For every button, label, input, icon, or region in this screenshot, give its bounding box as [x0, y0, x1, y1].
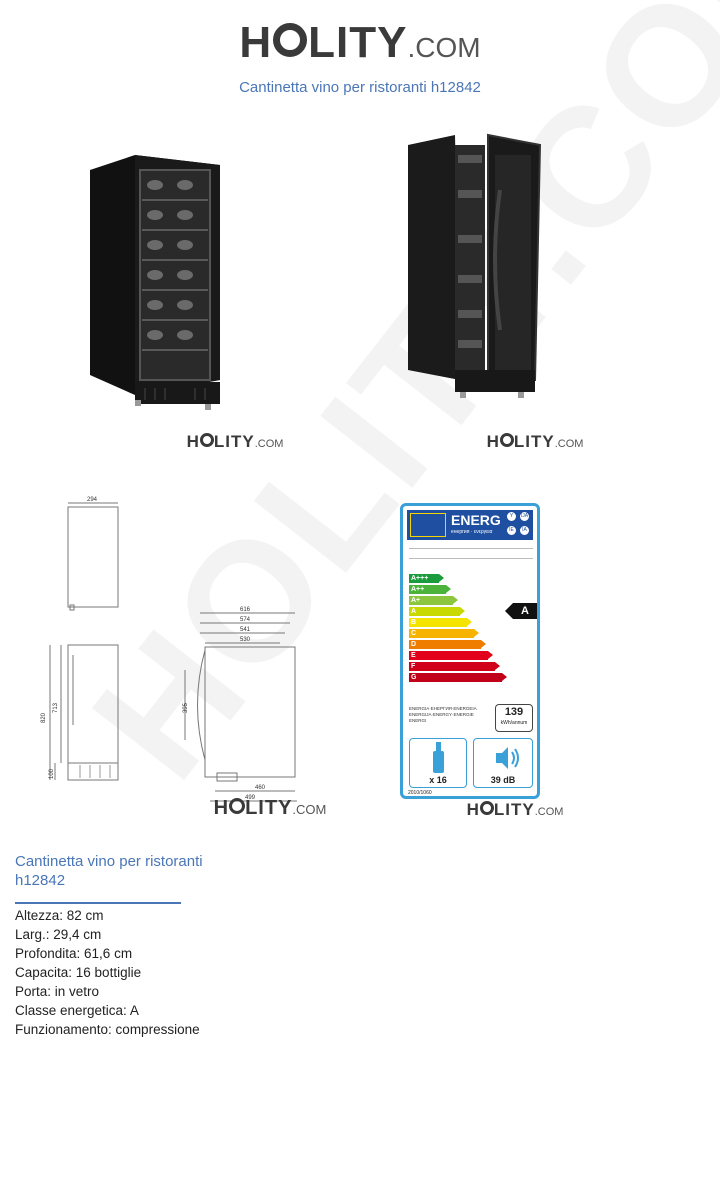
spec-door: Porta: in vetro	[15, 984, 100, 999]
energy-rating-arrow: A	[505, 603, 537, 619]
energy-class-bar: A+	[409, 596, 458, 605]
dim-door: 395	[183, 702, 189, 713]
label-divider	[409, 558, 533, 559]
spec-energy-class: Classe energetica: A	[15, 1003, 139, 1018]
energy-class-bar: D	[409, 640, 486, 649]
energy-class-bar: G	[409, 673, 507, 682]
consumption-box: 139 kWh/annum	[495, 704, 533, 732]
logo-letters: LITY	[308, 18, 408, 67]
energy-class-bar: B	[409, 618, 472, 627]
energy-label-header: ENERG енергия · ενεργεια Y IJA IE IA	[407, 510, 533, 540]
energy-class-bar: E	[409, 651, 493, 660]
energy-class-bar: C	[409, 629, 479, 638]
energy-label-title: ENERG	[451, 512, 501, 528]
logo-o-ring-icon	[499, 433, 514, 447]
energy-class-bar: A	[409, 607, 465, 616]
consumption-unit: kWh/annum	[500, 720, 528, 726]
spec-height: Altezza: 82 cm	[15, 908, 104, 923]
site-logo[interactable]: H LITY .COM	[0, 18, 720, 68]
title-underline	[15, 902, 181, 904]
spec-operation: Funzionamento: compressione	[15, 1022, 200, 1037]
energy-class-bar: A+++	[409, 574, 444, 583]
dim-bottom-499: 499	[245, 795, 256, 801]
label-divider	[409, 548, 533, 549]
speaker-icon	[496, 747, 519, 769]
product-photo-open[interactable]	[400, 130, 550, 405]
logo-o-ring-icon	[199, 433, 214, 447]
logo-o-ring-icon	[229, 798, 246, 814]
regulation-number: 2010/1060	[408, 790, 432, 796]
logo-domain: .COM	[407, 32, 481, 63]
energy-words: ENERGIA·ЕНЕРГИЯ·ENERGEIA ENERGIJA·ENERGY…	[409, 706, 477, 723]
page-title: Cantinetta vino per ristoranti h12842	[239, 79, 481, 96]
consumption-value: 139	[504, 706, 524, 718]
spec-list: Altezza: 82 cm Larg.: 29,4 cm Profondita…	[15, 906, 200, 1039]
energy-label-subtitle: енергия · ενεργεια	[451, 529, 493, 535]
logo-o-ring-icon	[273, 23, 308, 57]
dim-depth-616: 616	[240, 607, 251, 613]
dim-depth-574: 574	[240, 617, 251, 623]
dim-depth-541: 541	[240, 627, 251, 633]
energy-class-bar: A++	[409, 585, 451, 594]
spec-capacity: Capacita: 16 bottiglie	[15, 965, 142, 980]
energy-class-bar: F	[409, 662, 500, 671]
bottles-count: x 16	[429, 775, 447, 785]
dim-depth-530: 530	[240, 637, 251, 643]
dim-width-top: 294	[87, 497, 98, 503]
dim-height-total: 820	[41, 712, 47, 723]
product-photo-front[interactable]	[85, 150, 230, 415]
logo-o-ring-icon	[479, 801, 494, 815]
bottles-box: x 16	[409, 738, 467, 788]
product-title: Cantinetta vino per ristoranti h12842	[15, 853, 203, 889]
dim-base: 100	[49, 768, 55, 779]
noise-level: 39 dB	[490, 775, 516, 785]
dim-bottom-460: 460	[255, 785, 266, 791]
noise-box: 39 dB	[473, 738, 533, 788]
energy-label[interactable]: ENERG енергия · ενεργεια Y IJA IE IA A++…	[400, 503, 540, 799]
eu-flag-icon	[410, 513, 446, 537]
technical-drawing[interactable]: 294 820 713 100 616 574 541 530 395 460 …	[35, 495, 310, 805]
bottle-icon	[433, 742, 444, 773]
dim-height-body: 713	[53, 702, 59, 713]
spec-width: Larg.: 29,4 cm	[15, 927, 102, 942]
logo-letter-h: H	[239, 18, 273, 67]
spec-depth: Profondita: 61,6 cm	[15, 946, 133, 961]
